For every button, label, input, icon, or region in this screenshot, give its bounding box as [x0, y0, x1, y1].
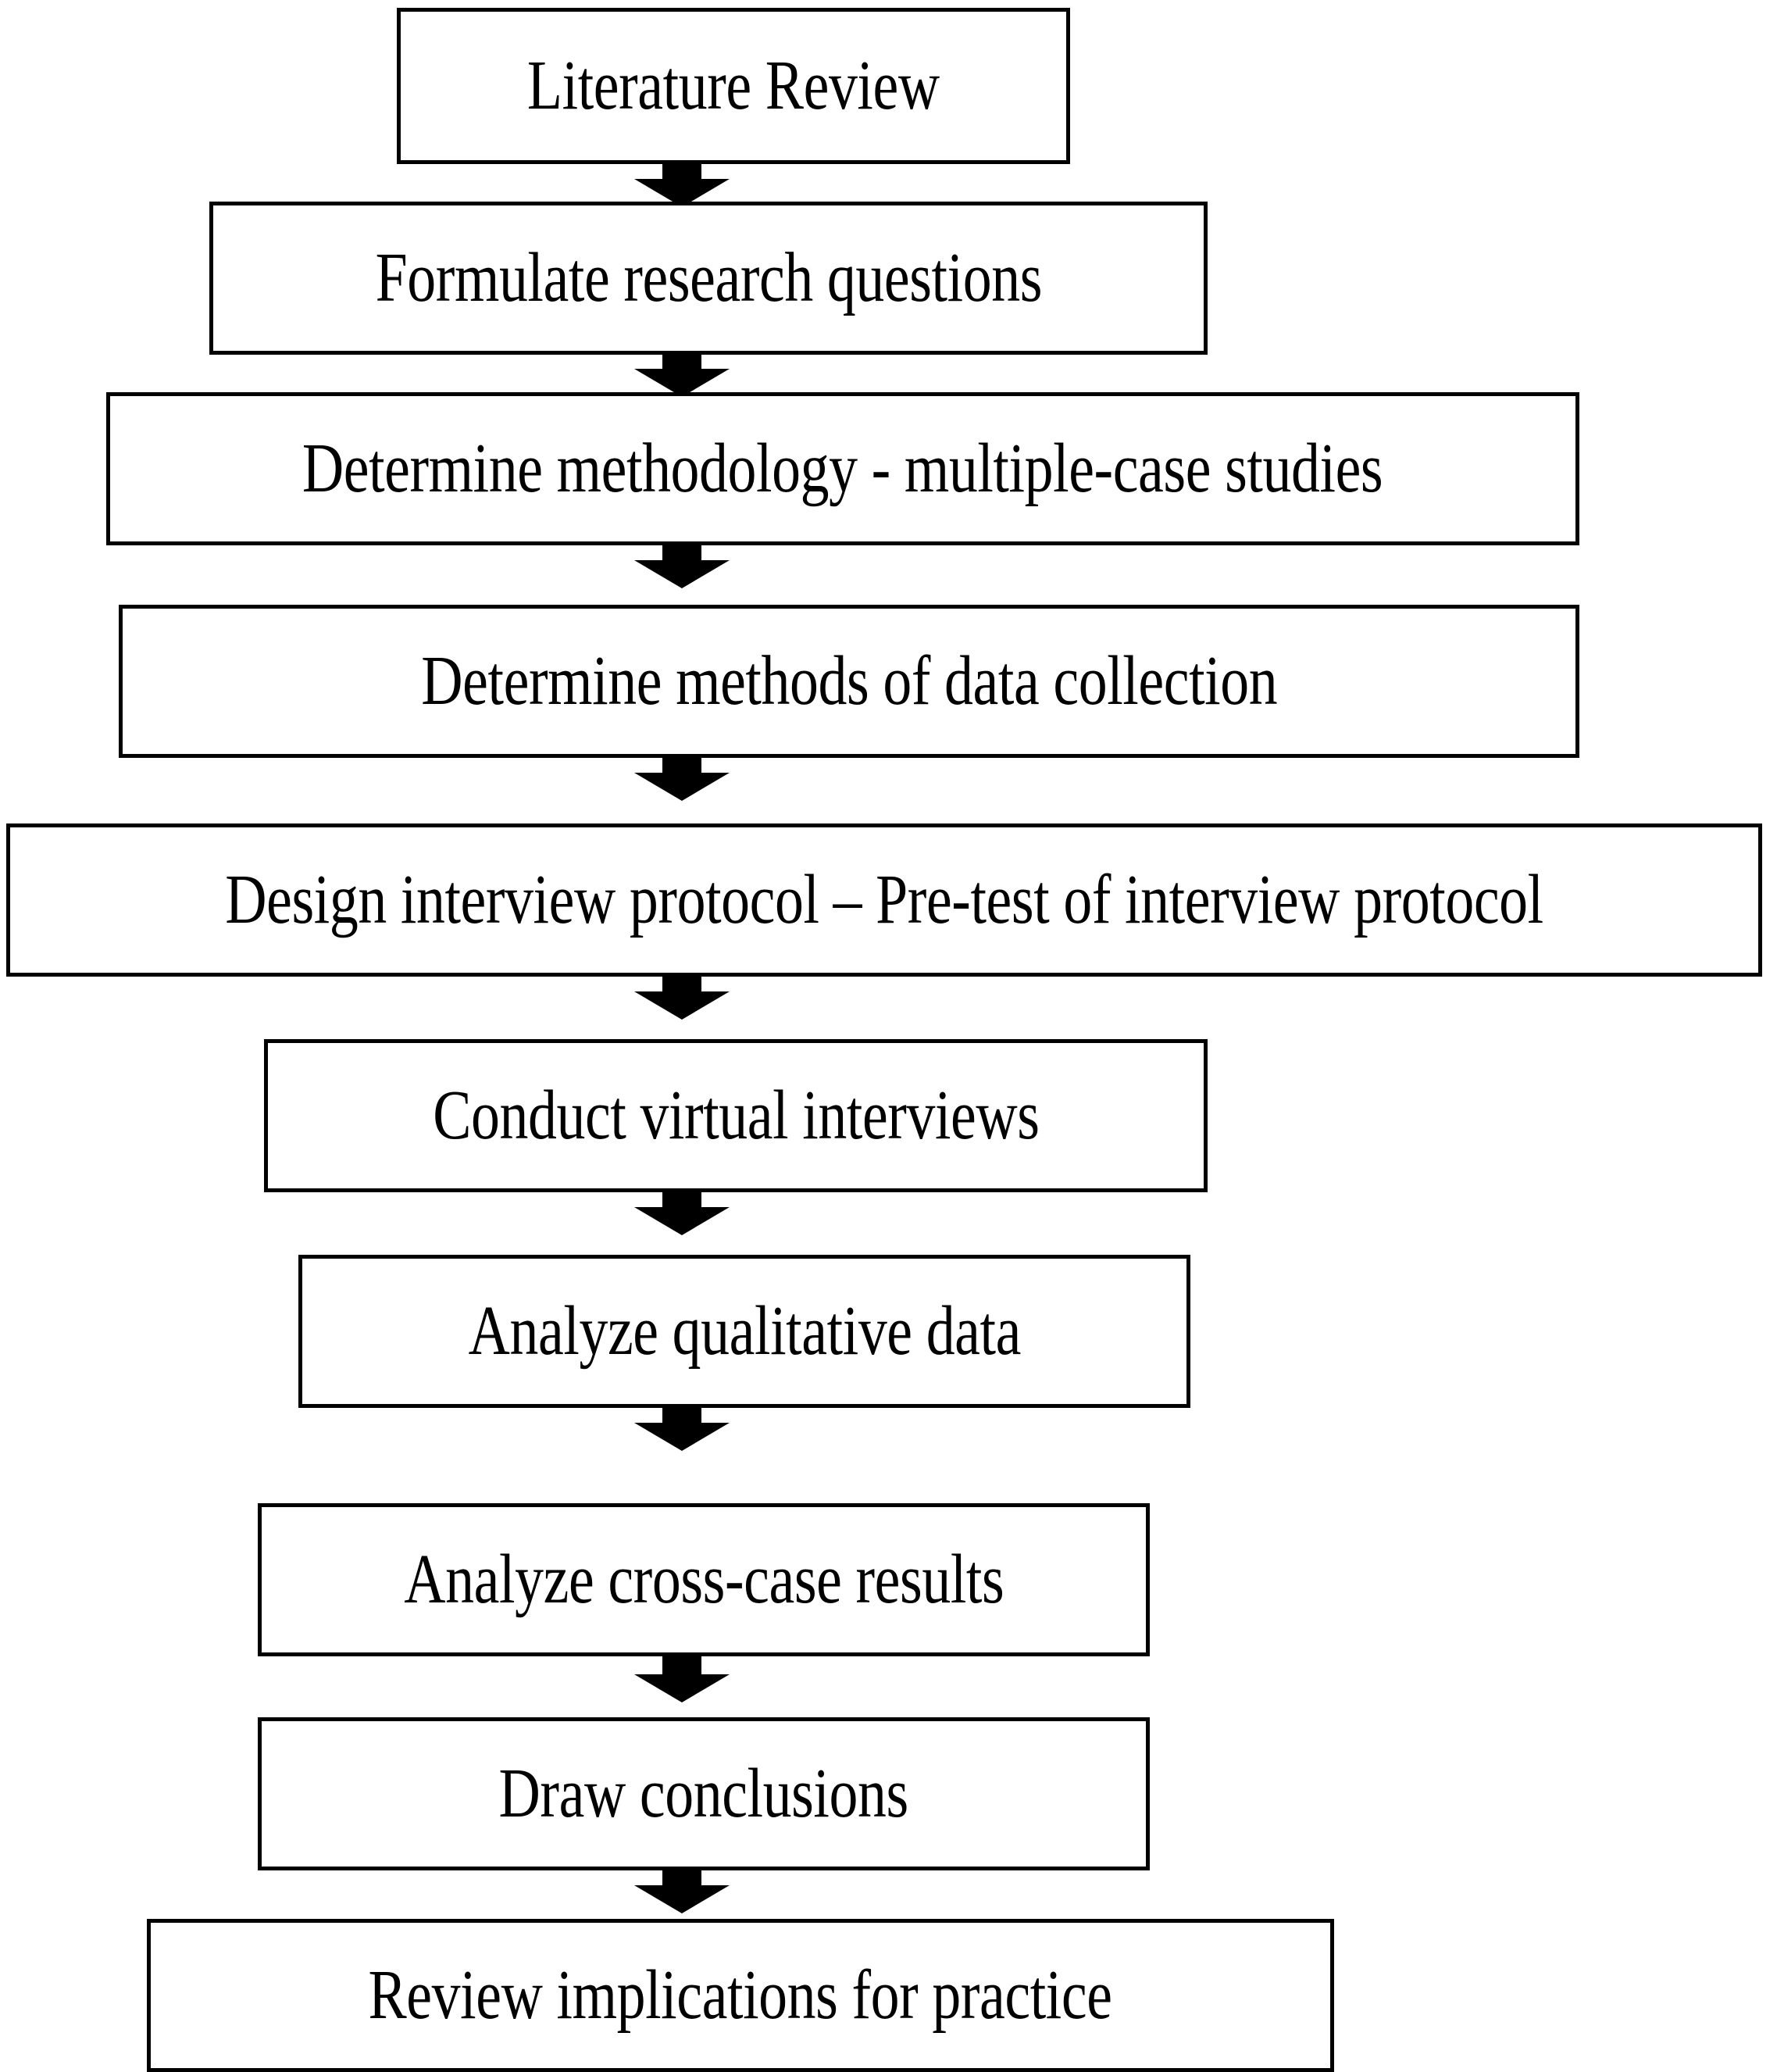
flow-step-label: Formulate research questions [375, 239, 1042, 316]
flow-step-analyze-cross-case-results[interactable]: Analyze cross-case results [258, 1503, 1150, 1656]
flow-step-label: Analyze qualitative data [468, 1292, 1021, 1370]
flow-arrow-down-icon [634, 1404, 730, 1451]
flow-step-label: Determine methodology - multiple-case st… [302, 430, 1383, 507]
flow-step-label: Analyze cross-case results [403, 1541, 1004, 1618]
flow-arrow-down-icon [634, 541, 730, 588]
flow-step-label: Review implications for practice [368, 1956, 1113, 2034]
flow-step-design-interview-protocol[interactable]: Design interview protocol – Pre-test of … [6, 823, 1762, 977]
flow-arrow-down-icon [634, 1656, 730, 1702]
flow-step-conduct-virtual-interviews[interactable]: Conduct virtual interviews [264, 1039, 1208, 1192]
flow-step-label: Literature Review [527, 47, 940, 124]
flow-step-label: Determine methods of data collection [421, 642, 1277, 720]
flow-step-determine-methodology[interactable]: Determine methodology - multiple-case st… [106, 392, 1579, 545]
flow-step-label: Design interview protocol – Pre-test of … [225, 861, 1543, 938]
flow-arrow-down-icon [634, 1867, 730, 1913]
flow-step-formulate-research-questions[interactable]: Formulate research questions [209, 202, 1208, 355]
flow-step-review-implications-for-practice[interactable]: Review implications for practice [147, 1919, 1334, 2072]
flow-step-draw-conclusions[interactable]: Draw conclusions [258, 1717, 1150, 1870]
flow-arrow-down-icon [634, 973, 730, 1020]
flow-step-determine-methods-of-data-collection[interactable]: Determine methods of data collection [119, 605, 1579, 758]
flow-arrow-down-icon [634, 160, 730, 207]
flow-step-label: Draw conclusions [498, 1755, 909, 1832]
flow-arrow-down-icon [634, 1188, 730, 1235]
flow-step-analyze-qualitative-data[interactable]: Analyze qualitative data [298, 1255, 1190, 1408]
flow-arrow-down-icon [634, 350, 730, 397]
flow-arrow-down-icon [634, 754, 730, 801]
flow-step-literature-review[interactable]: Literature Review [397, 8, 1070, 164]
flow-step-label: Conduct virtual interviews [432, 1077, 1040, 1154]
